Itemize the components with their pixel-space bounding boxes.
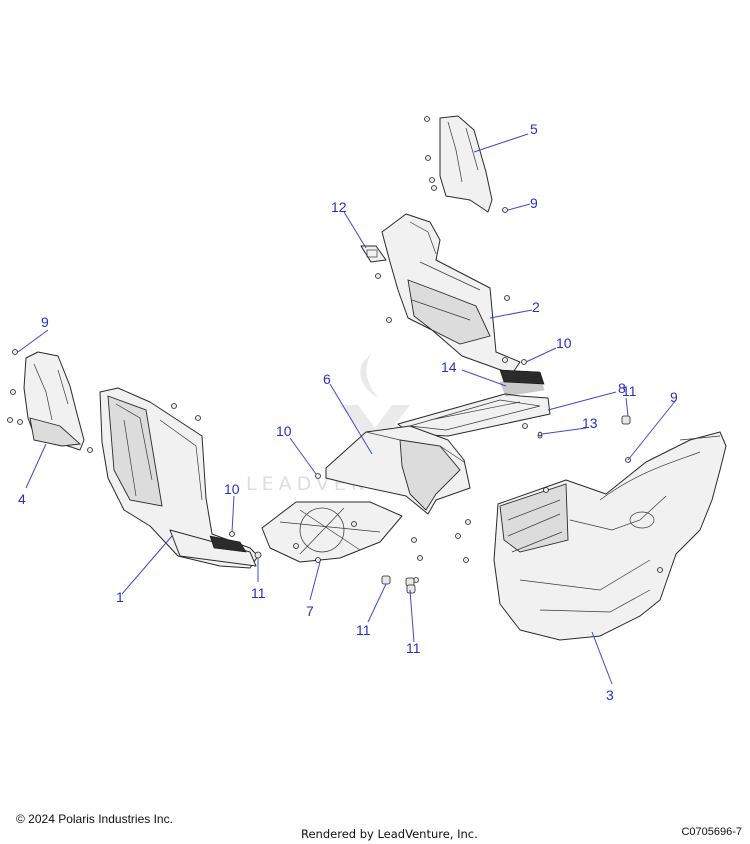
callout-8: 8 [618,380,626,396]
leader-lines [17,133,677,685]
part-1-left-panel [99,387,262,569]
callout-labels: 5 9 12 2 10 14 8 11 9 13 6 10 10 11 9 4 … [18,121,678,703]
callout-10: 10 [276,423,292,439]
callout-3: 3 [606,687,614,703]
part-5-upper-panel [424,115,508,213]
callout-10: 10 [556,335,572,351]
rendered-by-credit: Rendered by LeadVenture, Inc. [301,827,478,841]
callout-9: 9 [670,389,678,405]
part-7-floor-plate [261,501,403,563]
part-8-plate [397,375,551,439]
part-12-clip [360,245,387,279]
callout-5: 5 [530,121,538,137]
part-2-right-panel [381,213,545,385]
callout-7: 7 [306,603,314,619]
callout-4: 4 [18,491,26,507]
loose-fasteners [381,415,631,594]
callout-10: 10 [224,481,240,497]
callout-6: 6 [323,371,331,387]
part-6-center-cover [315,425,471,515]
callout-13: 13 [582,415,598,431]
callout-11: 11 [356,622,371,638]
part-3-floor-tub [493,431,727,641]
callout-11: 11 [406,640,421,656]
callout-1: 1 [116,589,124,605]
copyright-notice: © 2024 Polaris Industries Inc. [16,812,173,826]
diagram-code: C0705696-7 [681,826,742,838]
callout-14: 14 [441,359,457,375]
callout-11: 11 [251,585,266,601]
callout-9: 9 [41,314,49,330]
callout-2: 2 [532,299,540,315]
callout-11: 11 [622,383,637,399]
part-4-left-panel [7,349,93,453]
callout-9: 9 [530,195,538,211]
callout-12: 12 [331,199,347,215]
